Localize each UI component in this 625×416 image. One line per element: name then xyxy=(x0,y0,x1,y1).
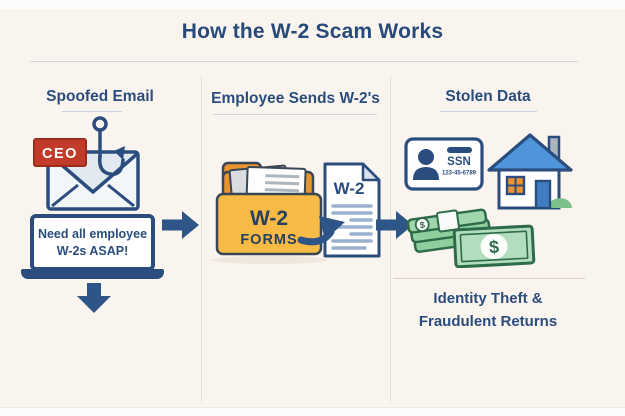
laptop-message-line1: Need all employee xyxy=(37,227,148,242)
spoofed-email-heading: Spoofed Email xyxy=(46,88,154,105)
employee-sends-heading: Employee Sends W-2's xyxy=(211,90,380,107)
document-title: W-2 xyxy=(334,179,365,198)
ceo-badge: CEO xyxy=(33,138,87,167)
phishing-email-illustration: CEO xyxy=(33,116,140,211)
house-icon xyxy=(487,133,573,210)
bush xyxy=(548,198,572,208)
folder-shadow xyxy=(211,256,327,264)
stack-dollar-sign: $ xyxy=(419,220,425,231)
stolen-data-heading-underline xyxy=(440,111,537,112)
right-arrow-icon-1 xyxy=(162,211,199,239)
stolen-data-caption: Identity Theft & Fraudulent Returns xyxy=(390,287,586,334)
fish-hook-icon xyxy=(92,116,125,176)
dollar-bill-icon: $ xyxy=(452,224,536,268)
down-arrow-icon xyxy=(77,283,111,313)
laptop-base xyxy=(21,269,164,279)
money-stack-icon: $ xyxy=(407,208,494,253)
top-margin-band xyxy=(0,0,625,9)
w2-forms-transfer-illustration: W-2 FORMS W-2 xyxy=(211,161,381,264)
column-divider-right xyxy=(390,76,391,402)
folder-icon: W-2 FORMS xyxy=(215,161,323,256)
page-title: How the W-2 Scam Works xyxy=(181,20,444,43)
spoofed-email-heading-underline xyxy=(62,111,122,112)
right-arrow-icon-2 xyxy=(376,211,413,239)
stolen-data-heading: Stolen Data xyxy=(445,88,531,105)
person-silhouette xyxy=(418,149,434,165)
window xyxy=(505,175,526,196)
caption-line1: Identity Theft & xyxy=(433,290,543,307)
folder-label-bottom: FORMS xyxy=(240,232,297,248)
curved-arrow-icon xyxy=(297,216,345,246)
caption-line2: Fraudulent Returns xyxy=(418,313,558,331)
employee-sends-heading-underline xyxy=(213,114,377,115)
money-illustration: $ $ xyxy=(407,208,536,268)
laptop-icon: Need all employee W-2s ASAP! xyxy=(30,214,155,271)
column-divider-left xyxy=(201,76,202,402)
bill-dollar-sign: $ xyxy=(489,237,500,257)
ceo-badge-label: CEO xyxy=(42,146,78,162)
bottom-margin-band xyxy=(0,407,625,416)
w2-document-icon: W-2 xyxy=(323,162,381,258)
ssn-card-label: SSN xyxy=(447,156,471,168)
stolen-data-caption-divider xyxy=(393,278,585,279)
ssn-card-icon: SSN 123-45-6789 xyxy=(404,137,484,191)
title-divider-line xyxy=(30,61,578,62)
ssn-card-number: 123-45-6789 xyxy=(442,171,477,177)
door xyxy=(534,179,552,210)
laptop-message-line2: W-2s ASAP! xyxy=(56,243,129,258)
folder-label-top: W-2 xyxy=(250,207,288,230)
